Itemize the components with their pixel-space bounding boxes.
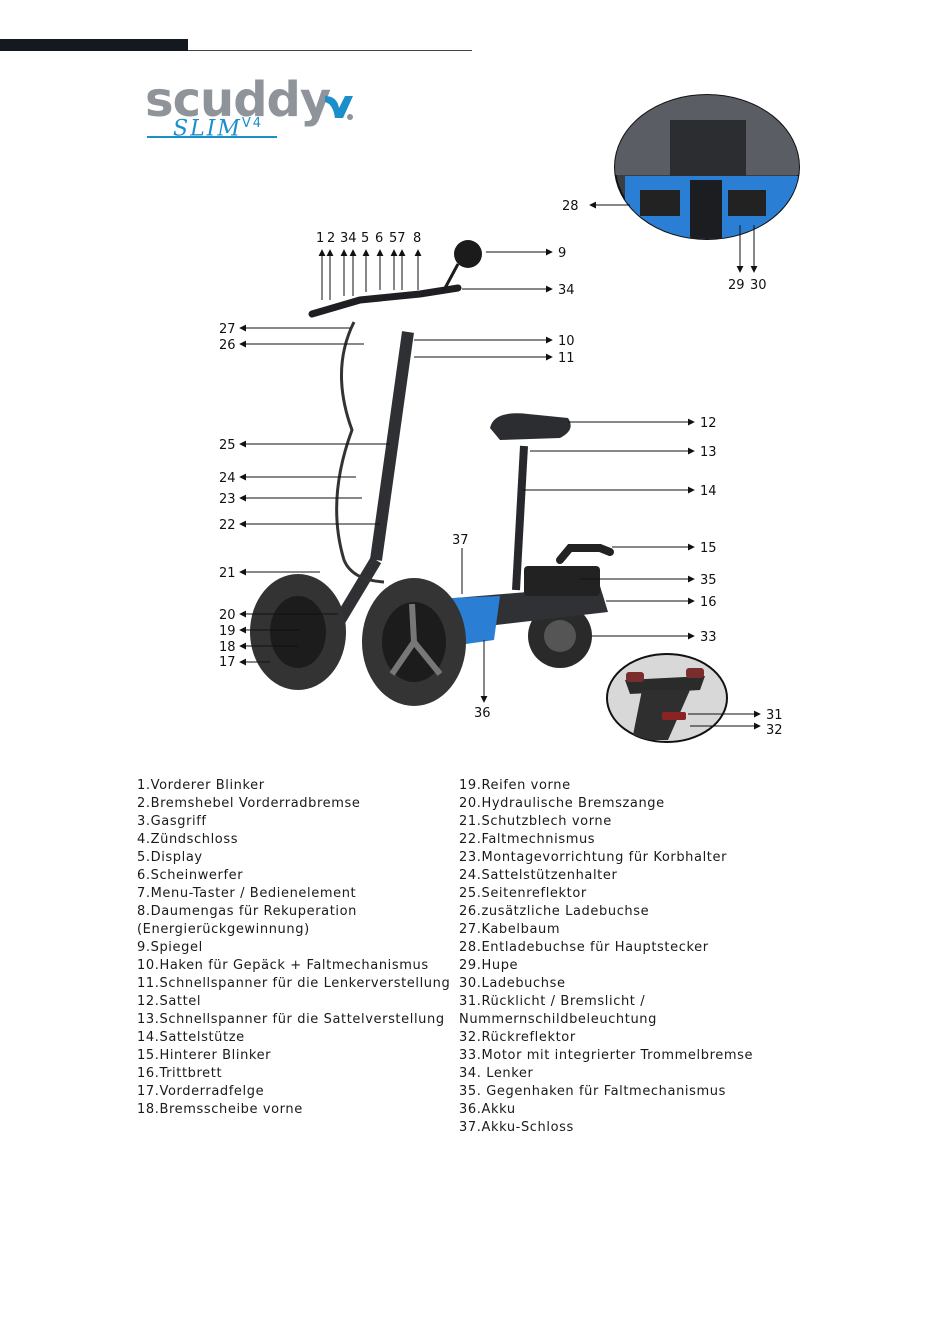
legend-item-14: 14.Sattelstütze (137, 1030, 245, 1045)
legend-item-7: 7.Menu-Taster / Bedienelement (137, 886, 357, 901)
rear-light-inset (606, 653, 761, 743)
callout-11: 11 (558, 351, 575, 366)
legend-item-1: 1.Vorderer Blinker (137, 778, 265, 793)
callout-22: 22 (219, 518, 236, 533)
callout-57: 57 (389, 231, 406, 246)
legend-item-30: 30.Ladebuchse (459, 976, 566, 991)
legend-item-13: 13.Schnellspanner für die Sattelverstell… (137, 1012, 445, 1027)
callout-24: 24 (219, 471, 236, 486)
legend-item-2: 2.Bremshebel Vorderradbremse (137, 796, 361, 811)
callout-27: 27 (219, 322, 236, 337)
callout-19: 19 (219, 624, 236, 639)
callout-34-top: 34 (340, 231, 357, 246)
legend-item-33: 33.Motor mit integrierter Trommelbremse (459, 1048, 754, 1063)
legend-left-column: 1.Vorderer Blinker 2.Bremshebel Vorderra… (137, 777, 452, 1119)
callout-5: 5 (361, 231, 369, 246)
legend-item-8: 8.Daumengas für Rekuperation (Energierüc… (137, 904, 358, 937)
header-rule (188, 50, 472, 51)
legend-item-37: 37.Akku-Schloss (459, 1120, 574, 1135)
callout-12: 12 (700, 416, 717, 431)
logo-underline (147, 136, 277, 138)
callout-6: 6 (375, 231, 383, 246)
callout-32: 32 (766, 723, 783, 738)
legend-item-26: 26.zusätzliche Ladebuchse (459, 904, 650, 919)
callout-8: 8 (413, 231, 421, 246)
callout-18: 18 (219, 640, 236, 655)
legend-item-9: 9.Spiegel (137, 940, 203, 955)
callout-33: 33 (700, 630, 717, 645)
legend-item-21: 21.Schutzblech vorne (459, 814, 612, 829)
scooter-illustration (250, 240, 614, 706)
scooter-diagram: 28 29 30 (219, 94, 800, 743)
callout-28: 28 (562, 199, 579, 214)
legend-item-18: 18.Bremsscheibe vorne (137, 1102, 303, 1117)
callout-17: 17 (219, 655, 236, 670)
legend-item-20: 20.Hydraulische Bremszange (459, 796, 665, 811)
legend-item-22: 22.Faltmechnismus (459, 832, 596, 847)
legend-item-19: 19.Reifen vorne (459, 778, 571, 793)
callout-14: 14 (700, 484, 717, 499)
callout-23: 23 (219, 492, 236, 507)
legend-item-24: 24.Sattelstützenhalter (459, 868, 618, 883)
callout-20: 20 (219, 608, 236, 623)
legend-item-5: 5.Display (137, 850, 203, 865)
legend-item-6: 6.Scheinwerfer (137, 868, 244, 883)
callout-31: 31 (766, 708, 783, 723)
logo-swoosh-icon (325, 96, 353, 120)
left-callout-arrows (239, 324, 390, 666)
legend-item-15: 15.Hinterer Blinker (137, 1048, 272, 1063)
connector-inset (589, 94, 800, 273)
callout-21: 21 (219, 566, 236, 581)
logo-wordmark: scuddy (145, 72, 331, 128)
callout-1: 1 (316, 231, 324, 246)
callout-16: 16 (700, 595, 717, 610)
right-callout-arrows (414, 248, 695, 640)
legend-item-35: 35. Gegenhaken für Faltmechanismus (459, 1084, 726, 1099)
legend-item-29: 29.Hupe (459, 958, 519, 973)
callout-15: 15 (700, 541, 717, 556)
callout-30: 30 (750, 278, 767, 293)
callout-26: 26 (219, 338, 236, 353)
legend-item-31: 31.Rücklicht / Bremslicht / Nummernschil… (459, 994, 657, 1027)
callout-35: 35 (700, 573, 717, 588)
callout-34-right: 34 (558, 283, 575, 298)
callout-29: 29 (728, 278, 745, 293)
callout-10: 10 (558, 334, 575, 349)
legend-item-11: 11.Schnellspanner für die Lenkerverstell… (137, 976, 451, 991)
header-bar-dark (0, 39, 188, 51)
legend-item-25: 25.Seitenreflektor (459, 886, 587, 901)
callout-13: 13 (700, 445, 717, 460)
legend-item-27: 27.Kabelbaum (459, 922, 561, 937)
legend-item-16: 16.Trittbrett (137, 1066, 223, 1081)
legend-right-column: 19.Reifen vorne 20.Hydraulische Bremszan… (459, 777, 799, 1137)
legend-item-32: 32.Rückreflektor (459, 1030, 576, 1045)
legend-item-3: 3.Gasgriff (137, 814, 207, 829)
top-callout-arrows (318, 249, 422, 300)
legend-item-4: 4.Zündschloss (137, 832, 239, 847)
legend-item-17: 17.Vorderradfelge (137, 1084, 265, 1099)
callout-9: 9 (558, 246, 566, 261)
callout-36: 36 (474, 706, 491, 721)
legend-item-10: 10.Haken für Gepäck + Faltmechanismus (137, 958, 429, 973)
callout-2: 2 (327, 231, 335, 246)
legend-item-12: 12.Sattel (137, 994, 202, 1009)
legend-item-34: 34. Lenker (459, 1066, 534, 1081)
legend-item-23: 23.Montagevorrichtung für Korbhalter (459, 850, 728, 865)
legend-item-28: 28.Entladebuchse für Hauptstecker (459, 940, 709, 955)
legend-item-36: 36.Akku (459, 1102, 516, 1117)
brand-logo: scuddy SLIMV4 (145, 72, 365, 141)
callout-37: 37 (452, 533, 469, 548)
callout-25: 25 (219, 438, 236, 453)
